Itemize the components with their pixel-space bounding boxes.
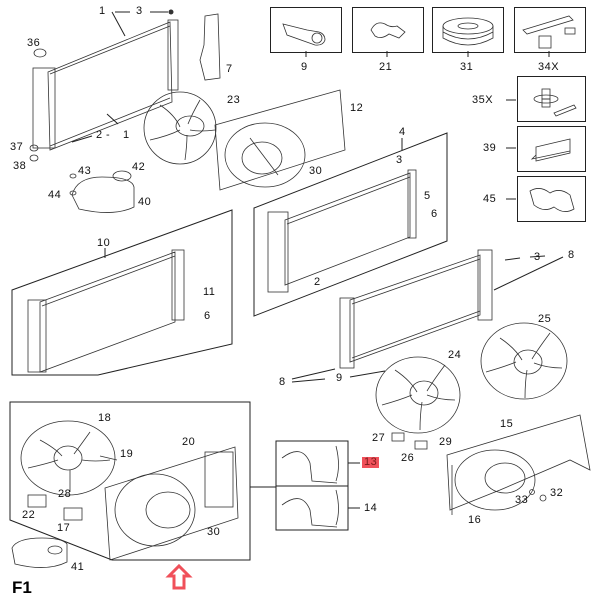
connector-27 — [391, 432, 405, 442]
fan-25 — [480, 322, 568, 400]
callout-3-panel4[interactable]: 3 — [396, 154, 403, 166]
callout-38[interactable]: 38 — [13, 160, 27, 172]
callout-19[interactable]: 19 — [120, 448, 134, 460]
part-37 — [29, 144, 39, 152]
nut-32 — [539, 494, 547, 502]
radiator-1 — [32, 9, 179, 151]
callout-32[interactable]: 32 — [550, 487, 564, 499]
kit-label-21[interactable]: 21 — [379, 61, 393, 73]
callout-2-panel4[interactable]: 2 — [314, 276, 321, 288]
callout-33[interactable]: 33 — [515, 494, 529, 506]
kit-label-39[interactable]: 39 — [483, 142, 497, 154]
callout-22[interactable]: 22 — [22, 509, 36, 521]
radiator-8 — [291, 249, 564, 383]
callout-1-bottom[interactable]: 1 — [123, 129, 130, 141]
panel-shroud-assembly — [9, 401, 251, 561]
callout-36[interactable]: 36 — [27, 37, 41, 49]
callout-44[interactable]: 44 — [48, 189, 62, 201]
fan-24 — [375, 356, 461, 434]
callout-25[interactable]: 25 — [538, 313, 552, 325]
callout-12[interactable]: 12 — [350, 102, 364, 114]
radiator-4 — [267, 169, 417, 293]
kit-label-45[interactable]: 45 — [483, 193, 497, 205]
callout-4[interactable]: 4 — [399, 126, 406, 138]
part-38 — [29, 154, 39, 162]
kit-box-45[interactable] — [517, 176, 586, 222]
kit-label-35x[interactable]: 35X — [472, 94, 494, 106]
callout-7[interactable]: 7 — [226, 63, 233, 75]
figure-label: F1 — [12, 578, 32, 597]
kit-label-31[interactable]: 31 — [460, 61, 474, 73]
callout-30-top[interactable]: 30 — [309, 165, 323, 177]
kit-box-21[interactable] — [352, 7, 424, 53]
callout-2-top[interactable]: 2 — [96, 129, 103, 141]
panel-4 — [253, 132, 448, 317]
callout-24[interactable]: 24 — [448, 349, 462, 361]
callout-37[interactable]: 37 — [10, 141, 24, 153]
callout-1-top[interactable]: 1 — [99, 5, 106, 17]
callout-29[interactable]: 29 — [439, 436, 453, 448]
part-36 — [33, 48, 47, 58]
bracket-13 — [281, 445, 339, 484]
kit-label-34x[interactable]: 34X — [538, 61, 560, 73]
callout-43[interactable]: 43 — [78, 165, 92, 177]
reservoir-40 — [69, 170, 135, 213]
bracket-14 — [281, 489, 339, 528]
callout-26[interactable]: 26 — [401, 452, 415, 464]
callout-16[interactable]: 16 — [468, 514, 482, 526]
kit-box-34x[interactable] — [514, 7, 586, 53]
radiator-10 — [27, 249, 185, 373]
bracket-7 — [199, 13, 221, 81]
fan-18 — [20, 420, 118, 496]
callout-8-right[interactable]: 8 — [568, 249, 575, 261]
kit-box-35x[interactable] — [517, 76, 586, 122]
callout-30-bottom[interactable]: 30 — [207, 526, 221, 538]
callout-17[interactable]: 17 — [57, 522, 71, 534]
relay-17 — [63, 507, 83, 521]
up-arrow-icon[interactable] — [165, 563, 193, 590]
callout-14[interactable]: 14 — [364, 502, 378, 514]
callout-6-panel4[interactable]: 6 — [431, 208, 438, 220]
callout-40[interactable]: 40 — [138, 196, 152, 208]
kit-box-31[interactable] — [432, 7, 504, 53]
callout-3-top[interactable]: 3 — [136, 5, 143, 17]
callout-6-panel10[interactable]: 6 — [204, 310, 211, 322]
callout-28[interactable]: 28 — [58, 488, 72, 500]
shroud-12 — [214, 89, 346, 191]
callout-15[interactable]: 15 — [500, 418, 514, 430]
kit-label-9[interactable]: 9 — [301, 61, 308, 73]
callout-27[interactable]: 27 — [372, 432, 386, 444]
panel-10 — [11, 209, 233, 376]
dash: - — [106, 129, 111, 141]
callout-18[interactable]: 18 — [98, 412, 112, 424]
callout-9[interactable]: 9 — [336, 372, 343, 384]
callout-41[interactable]: 41 — [71, 561, 85, 573]
callout-10[interactable]: 10 — [97, 237, 111, 249]
shroud-20 — [104, 446, 239, 561]
callout-23[interactable]: 23 — [227, 94, 241, 106]
callout-8-left[interactable]: 8 — [279, 376, 286, 388]
callout-11[interactable]: 11 — [203, 286, 216, 298]
callout-5[interactable]: 5 — [424, 190, 431, 202]
kit-box-9[interactable] — [270, 7, 342, 53]
washer-33 — [529, 489, 535, 495]
callout-42[interactable]: 42 — [132, 161, 146, 173]
reservoir-41 — [11, 537, 68, 568]
callout-20[interactable]: 20 — [182, 436, 196, 448]
kit-box-39[interactable] — [517, 126, 586, 172]
fan-23 — [143, 91, 217, 165]
callout-3-right[interactable]: 3 — [534, 251, 541, 263]
relay-22 — [27, 494, 47, 508]
connector-26 — [414, 440, 428, 450]
shroud-15 — [446, 414, 591, 515]
callout-13-highlighted[interactable]: 13 — [362, 456, 380, 468]
